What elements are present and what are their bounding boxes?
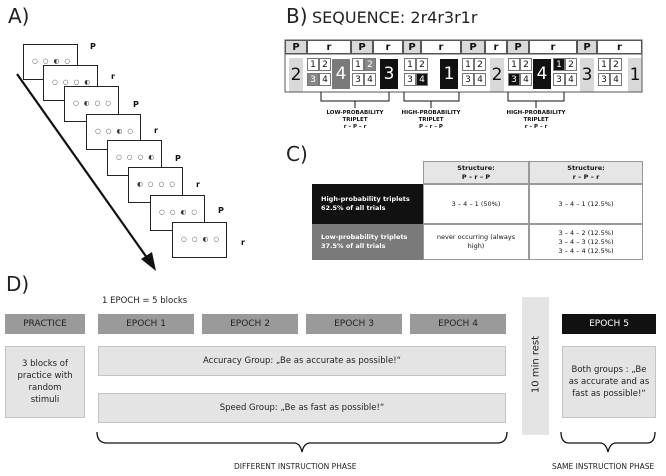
position-cell-highlighted: 1 <box>553 58 565 71</box>
col-header-rpr: Structure:r – P – r <box>529 161 643 184</box>
both-groups-instruction: Both groups : „Be as accurate and as fas… <box>562 346 656 418</box>
trial-type-label: r <box>111 72 115 81</box>
high-probability-triplet-note: HIGH-PROBABILITY TRIPLET r – P – r <box>506 110 566 130</box>
position-cell: 2 <box>565 58 577 71</box>
position-cell: 3 <box>352 73 364 86</box>
stimulus-dots: ◐ ○ ○ ○ <box>137 180 177 188</box>
position-cell: 2 <box>416 58 428 71</box>
position-cell: 4 <box>474 73 486 86</box>
epoch-5: EPOCH 5 <box>562 314 656 334</box>
epoch-3: EPOCH 3 <box>306 314 402 334</box>
high-rpr-cell: 3 – 4 – 1 (12.5%) <box>529 184 643 224</box>
low-probability-triplet-note: LOW-PROBABILITY TRIPLET r – P – r <box>326 110 384 130</box>
trial-type-label: P <box>218 206 224 215</box>
position-cell: 1 <box>462 58 474 71</box>
position-cell: 4 <box>520 73 532 86</box>
col-header-prp: Structure:P – r – P <box>423 161 529 184</box>
pattern-number-1: 1 <box>440 59 458 89</box>
trial-type-label: r <box>241 238 245 247</box>
position-cell: 2 <box>474 58 486 71</box>
speed-group-instruction: Speed Group: „Be as fast as possible!“ <box>98 393 506 423</box>
position-cell: 1 <box>508 58 520 71</box>
position-cell-highlighted: 3 <box>307 73 319 86</box>
position-cell: 3 <box>404 73 416 86</box>
sequence-title: SEQUENCE: 2r4r3r1r <box>312 8 478 27</box>
position-cell: 1 <box>598 58 610 71</box>
low-rpr-cell: 3 – 4 – 2 (12.5%) 3 – 4 – 3 (12.5%) 3 – … <box>529 224 643 260</box>
position-cell: 1 <box>404 58 416 71</box>
stimulus-dots: ○ ○ ○ ◐ <box>52 78 92 86</box>
position-cell: 3 <box>462 73 474 86</box>
trial-type-label: P <box>175 154 181 163</box>
position-cell: 2 <box>520 58 532 71</box>
trial-type-label: P <box>90 42 96 51</box>
panel-d-label: D) <box>6 272 30 296</box>
practice-description: 3 blocks of practice with random stimuli <box>5 346 85 418</box>
trial-type-label: P <box>133 100 139 109</box>
epoch-2: EPOCH 2 <box>202 314 298 334</box>
different-instruction-phase-label: DIFFERENT INSTRUCTION PHASE <box>234 462 357 471</box>
pattern-number-4: 4 <box>332 59 350 89</box>
pattern-number-2: 2 <box>289 58 303 92</box>
pattern-number-2: 2 <box>490 58 504 92</box>
stimulus-dots: ○ ○ ◐ ○ <box>181 235 221 243</box>
position-cell: 1 <box>307 58 319 71</box>
position-cell-highlighted: 3 <box>508 73 520 86</box>
pattern-number-3: 3 <box>580 58 594 92</box>
position-cell: 1 <box>352 58 364 71</box>
pattern-number-1: 1 <box>628 58 642 92</box>
pattern-number-3: 3 <box>380 59 398 89</box>
high-prp-cell: 3 – 4 – 1 (50%) <box>423 184 529 224</box>
same-instruction-phase-label: SAME INSTRUCTION PHASE <box>552 462 655 471</box>
practice-block: PRACTICE <box>5 314 85 334</box>
panel-b-label: B) <box>286 4 308 28</box>
stimulus-dots: ○ ○ ◐ ○ <box>32 57 72 65</box>
position-cell-highlighted: 2 <box>364 58 376 71</box>
epoch-1: EPOCH 1 <box>98 314 194 334</box>
position-cell: 4 <box>364 73 376 86</box>
accuracy-group-instruction: Accuracy Group: „Be as accurate as possi… <box>98 346 506 376</box>
position-cell: 3 <box>553 73 565 86</box>
position-cell: 4 <box>319 73 331 86</box>
stimulus-dots: ○ ◐ ○ ○ <box>73 99 113 107</box>
trial-type-label: r <box>154 126 158 135</box>
position-cell: 2 <box>319 58 331 71</box>
position-cell: 2 <box>610 58 622 71</box>
trial-type-label: r <box>196 180 200 189</box>
panel-c-label: C) <box>286 142 308 166</box>
panel-a-label: A) <box>8 4 30 28</box>
pattern-number-4: 4 <box>533 59 551 89</box>
position-cell: 3 <box>598 73 610 86</box>
rest-bar: 10 min rest <box>522 297 549 435</box>
position-cell-highlighted: 4 <box>416 73 428 86</box>
position-cell: 4 <box>610 73 622 86</box>
stimulus-dots: ○ ○ ◐ ○ <box>95 127 135 135</box>
stimulus-dots: ○ ○ ◐ ○ <box>159 208 199 216</box>
high-probability-triplet-note: HIGH-PROBABILITY TRIPLET P – r – P <box>401 110 461 130</box>
epoch-definition: 1 EPOCH = 5 blocks <box>102 296 188 306</box>
position-cell: 4 <box>565 73 577 86</box>
stimulus-screen-8: ○ ○ ◐ ○ <box>172 222 227 258</box>
stimulus-dots: ○ ○ ○ ◐ <box>116 153 156 161</box>
epoch-4: EPOCH 4 <box>410 314 506 334</box>
